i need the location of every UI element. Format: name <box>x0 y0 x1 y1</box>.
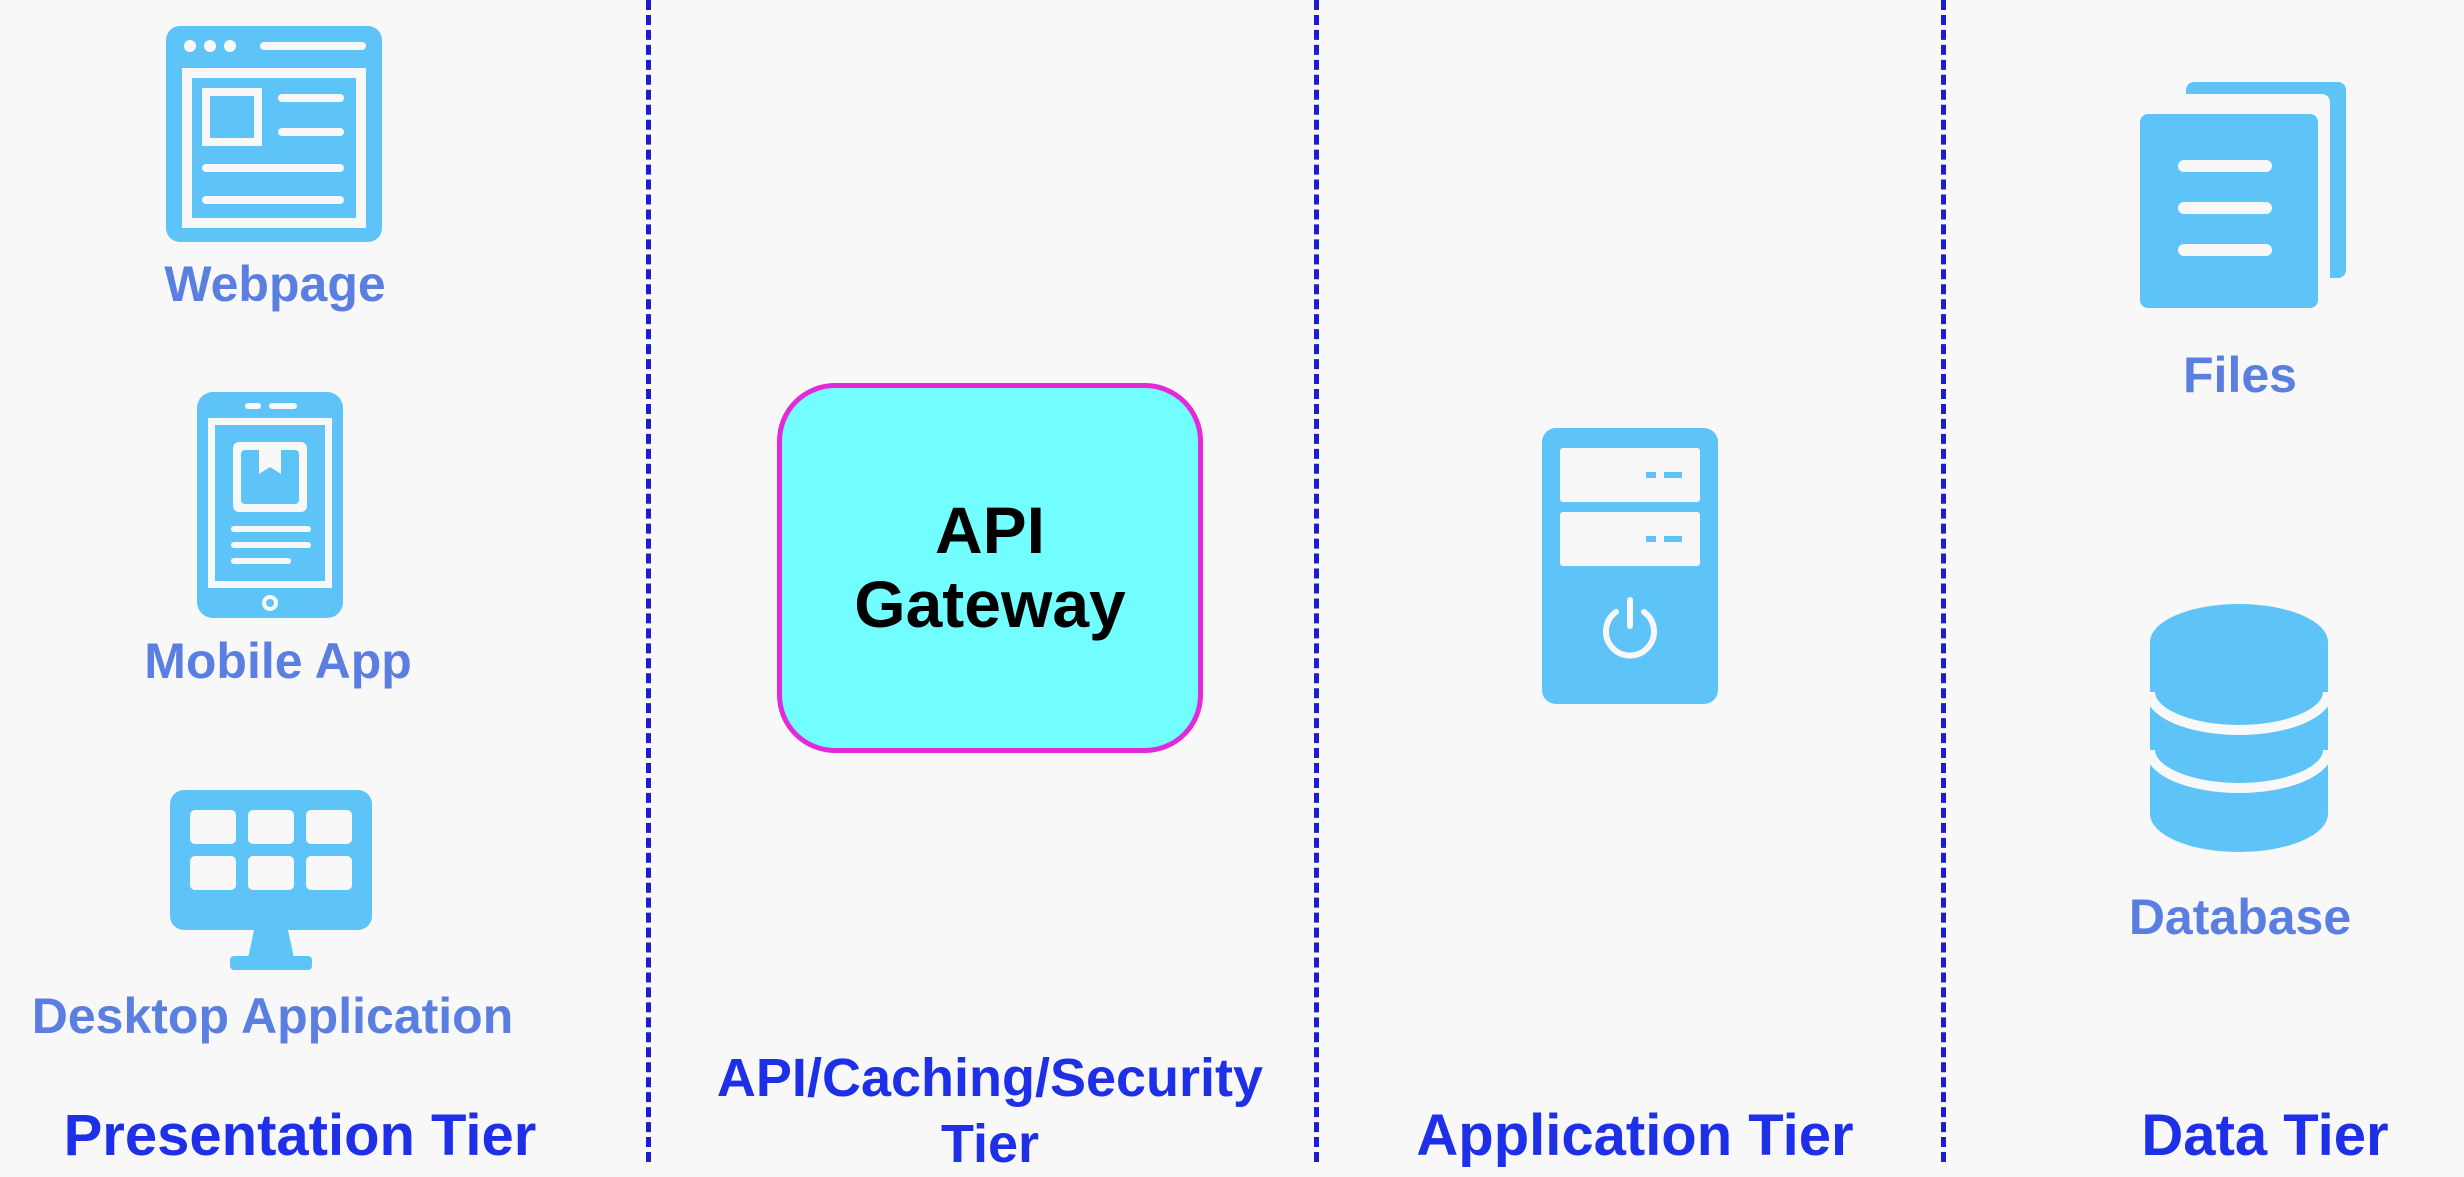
mobile-phone-icon <box>195 390 345 625</box>
desktop-monitor-icon <box>168 788 374 979</box>
files-icon <box>2138 80 2348 315</box>
data-tier-label: Data Tier <box>2141 1103 2389 1168</box>
api-gateway-line1: API <box>934 493 1046 568</box>
tier-divider <box>646 0 651 1162</box>
webpage-label: Webpage <box>164 256 386 312</box>
files-label: Files <box>2183 347 2297 403</box>
application-tier-label: Application Tier <box>1416 1103 1854 1168</box>
webpage-icon <box>164 24 384 249</box>
api-gateway-line2: Gateway <box>854 567 1126 641</box>
desktop-application-label: Desktop Application <box>31 988 514 1044</box>
database-label: Database <box>2128 889 2352 945</box>
tier-label-line2: Tier <box>940 1114 1040 1174</box>
tier-divider <box>1314 0 1319 1162</box>
tier-label-line1: API/Caching/Security <box>716 1048 1264 1108</box>
mobile-app-label: Mobile App <box>144 633 412 689</box>
api-gateway-box: API Gateway <box>777 383 1203 753</box>
database-icon <box>2145 600 2333 861</box>
presentation-tier-label: Presentation Tier <box>63 1103 537 1168</box>
server-icon <box>1540 426 1720 711</box>
tier-divider <box>1941 0 1946 1162</box>
api-caching-security-tier-label: API/Caching/Security Tier <box>660 1045 1320 1177</box>
